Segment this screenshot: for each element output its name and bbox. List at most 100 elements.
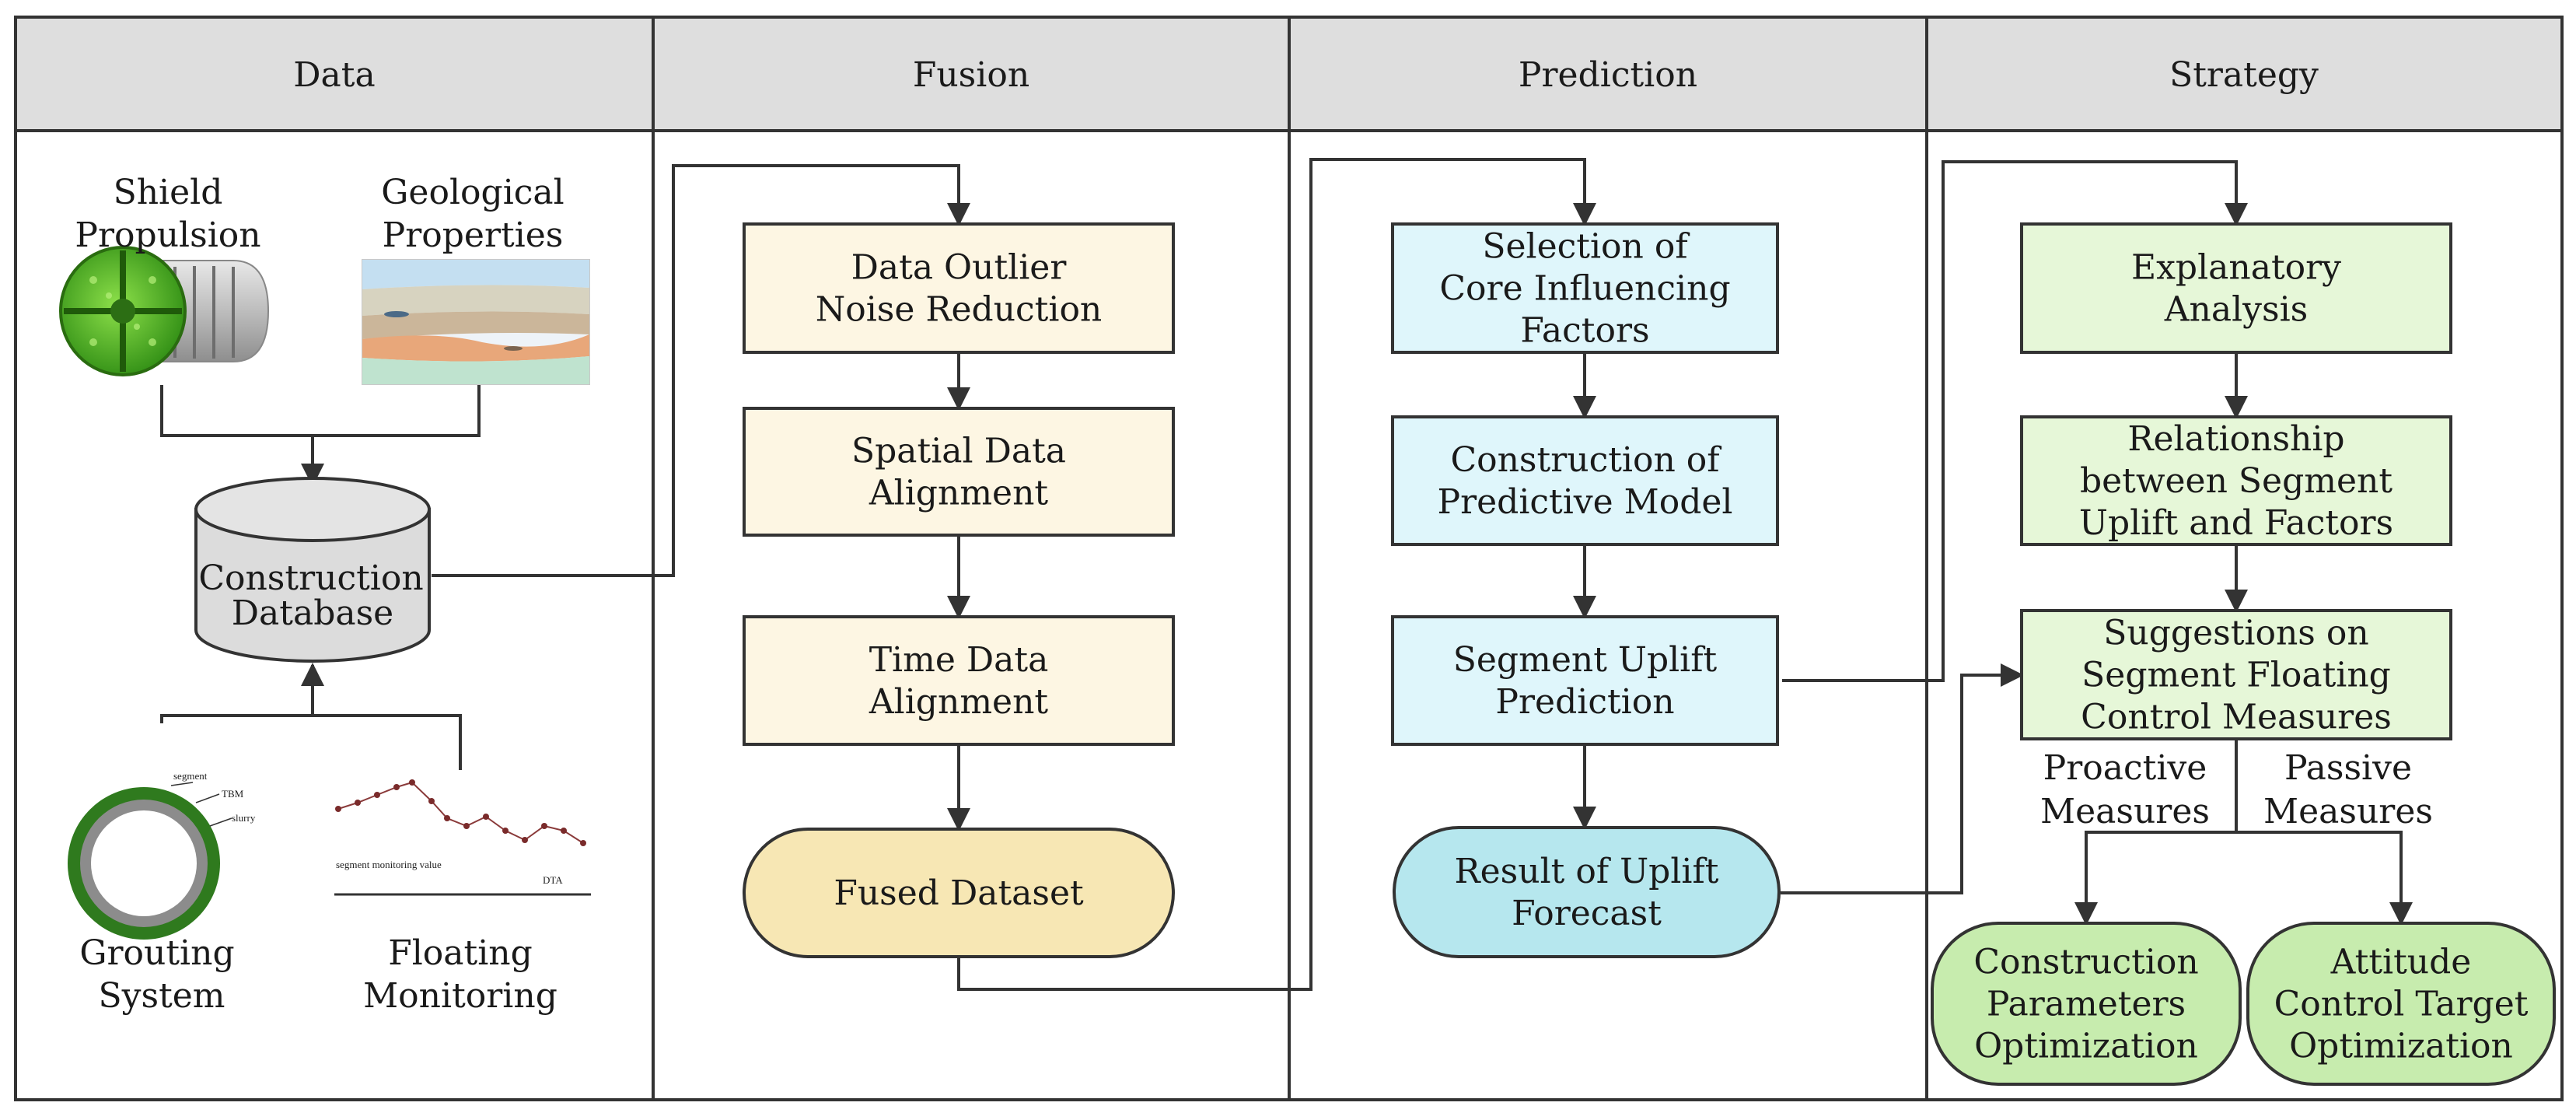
lane-title-data: Data bbox=[293, 55, 375, 95]
prediction-step-predictive-model-label-line: Predictive Model bbox=[1437, 482, 1732, 522]
monitoring-point bbox=[393, 784, 400, 790]
grouting-system-label: Grouting bbox=[79, 933, 234, 973]
geological-properties-label: Properties bbox=[383, 215, 564, 255]
passive-measures-label: Passive bbox=[2284, 748, 2412, 788]
grouting-ring-image bbox=[68, 782, 232, 940]
prediction-step-predictive-model-label-line: Construction of bbox=[1450, 440, 1721, 480]
fusion-step-spatial-alignment-label-line: Spatial Data bbox=[851, 432, 1066, 471]
strategy-step-explanatory-analysis-shape bbox=[2020, 222, 2452, 354]
fusion-step-spatial-alignment-label-line: Alignment bbox=[869, 474, 1049, 513]
attitude-control-optimization-output-label-line: Attitude bbox=[2330, 943, 2472, 982]
proactive-measures-label: Proactive bbox=[2043, 748, 2207, 788]
construction-parameters-optimization-output-label-line: Optimization bbox=[1974, 1027, 2198, 1066]
connectors bbox=[160, 158, 2413, 991]
connector-floating-to-database bbox=[301, 663, 462, 770]
strategy-step-suggestions-shape bbox=[2020, 609, 2452, 740]
strategy-step-relationship-shape bbox=[2020, 415, 2452, 546]
geological-strata-image bbox=[362, 259, 590, 385]
proactive-measures-label: Measures bbox=[2040, 792, 2210, 831]
strategy-step-suggestions-label-line: Suggestions on bbox=[2103, 614, 2368, 653]
passive-measures-label: Measures bbox=[2263, 792, 2433, 831]
attitude-control-optimization-output-shape bbox=[2246, 922, 2556, 1086]
monitoring-point bbox=[335, 806, 341, 812]
floating-monitoring-label: Floating bbox=[388, 933, 533, 973]
strategy-step-suggestions-label-line: Segment Floating bbox=[2081, 656, 2391, 695]
swimlane-frame: Data Fusion Prediction Strategy bbox=[14, 16, 2564, 1101]
connector-shield-to-database bbox=[160, 385, 313, 437]
strategy-step-suggestions-label-line: Control Measures bbox=[2081, 698, 2392, 737]
lane-title-fusion: Fusion bbox=[913, 55, 1029, 95]
prediction-step-predictive-model-shape bbox=[1391, 415, 1779, 546]
construction-parameters-optimization-output-label-line: Construction bbox=[1973, 943, 2198, 982]
construction-database-label: Construction bbox=[198, 558, 423, 598]
monitoring-point bbox=[483, 814, 489, 820]
strategy-step-explanatory-analysis-label-line: Analysis bbox=[2164, 290, 2309, 330]
monitoring-point bbox=[444, 815, 450, 821]
lane-title-prediction: Prediction bbox=[1519, 55, 1697, 95]
fusion-step-outlier-noise-label-line: Data Outlier bbox=[851, 248, 1068, 288]
monitoring-point bbox=[522, 837, 528, 843]
strategy-step-explanatory-analysis-label-line: Explanatory bbox=[2131, 248, 2341, 288]
uplift-forecast-output-shape bbox=[1393, 826, 1781, 958]
prediction-step-uplift-prediction-shape bbox=[1391, 615, 1779, 746]
connector-database-to-fusion bbox=[432, 164, 970, 577]
prediction-step-uplift-prediction-label-line: Prediction bbox=[1495, 682, 1674, 722]
floating-monitoring-chart-image bbox=[334, 779, 591, 896]
construction-parameters-optimization-output-label-line: Parameters bbox=[1987, 985, 2186, 1024]
attitude-control-optimization-output-label-line: Optimization bbox=[2289, 1027, 2513, 1066]
strategy-step-relationship-label-line: between Segment bbox=[2080, 461, 2392, 501]
monitoring-point bbox=[502, 828, 509, 834]
uplift-forecast-output-label-line: Forecast bbox=[1512, 894, 1662, 933]
connector-branch-left bbox=[2074, 831, 2236, 926]
lane-header-strategy bbox=[1925, 16, 2564, 132]
grouting-tag-slurry: slurry bbox=[232, 812, 256, 824]
fusion-step-outlier-noise-shape bbox=[743, 222, 1175, 354]
floating-monitoring-label: Monitoring bbox=[363, 976, 557, 1016]
strategy-step-relationship-label-line: Relationship bbox=[2127, 419, 2344, 459]
shield-propulsion-label: Shield bbox=[114, 173, 223, 212]
monitoring-point bbox=[561, 828, 567, 834]
connector-prediction-to-strategy bbox=[1782, 160, 2248, 682]
geological-properties-label: Geological bbox=[381, 173, 564, 212]
lane-title-strategy: Strategy bbox=[2169, 55, 2319, 95]
fusion-step-outlier-noise-label-line: Noise Reduction bbox=[816, 290, 1103, 330]
connector-fusion-to-prediction bbox=[957, 158, 1596, 991]
monitoring-point bbox=[463, 823, 470, 829]
fusion-step-time-alignment-label-line: Time Data bbox=[869, 640, 1049, 680]
fused-dataset-output-shape bbox=[743, 828, 1175, 958]
monitoring-point bbox=[355, 800, 361, 806]
shield-machine-image bbox=[59, 246, 270, 376]
lane-header-prediction bbox=[1288, 16, 1928, 132]
fused-dataset-output-label-line: Fused Dataset bbox=[834, 873, 1084, 913]
monitoring-tag-value: segment monitoring value bbox=[336, 859, 442, 870]
fusion-step-spatial-alignment-shape bbox=[743, 407, 1175, 537]
construction-database-cylinder bbox=[194, 477, 431, 663]
monitoring-point bbox=[409, 779, 415, 786]
grouting-system-label: System bbox=[98, 976, 225, 1016]
prediction-step-uplift-prediction-label-line: Segment Uplift bbox=[1453, 640, 1718, 680]
connector-forecast-to-suggestions bbox=[1781, 663, 2024, 894]
monitoring-point bbox=[428, 798, 435, 804]
attitude-control-optimization-output-label-line: Control Target bbox=[2274, 985, 2529, 1024]
monitoring-point bbox=[374, 792, 380, 798]
monitoring-point bbox=[541, 823, 547, 829]
prediction-step-core-factors-label-line: Core Influencing bbox=[1439, 269, 1730, 309]
fusion-step-time-alignment-shape bbox=[743, 615, 1175, 746]
construction-database-label: Database bbox=[232, 593, 393, 633]
lane-header-data bbox=[14, 16, 655, 132]
uplift-forecast-output-label-line: Result of Uplift bbox=[1455, 852, 1719, 891]
prediction-step-core-factors-label-line: Factors bbox=[1520, 311, 1649, 351]
connector-branch-right bbox=[2236, 831, 2413, 926]
